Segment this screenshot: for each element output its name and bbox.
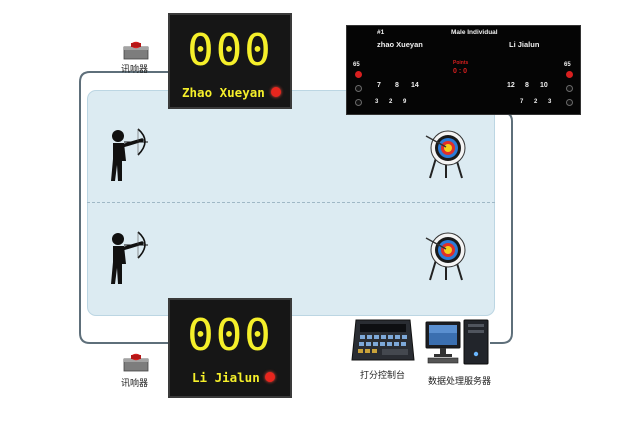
buzzer-label: 讯响器: [121, 65, 149, 75]
set-indicator-off: [355, 99, 362, 106]
scoreboard-title: Male Individual: [451, 29, 498, 36]
match-number: #1: [377, 29, 385, 36]
console-label: 打分控制台: [360, 371, 406, 381]
archer-name: Zhao Xueyan: [182, 85, 265, 100]
console-icon: [351, 319, 415, 361]
match-scoreboard: #1 Male Individual zhao Xueyan Li Jialun…: [346, 25, 581, 115]
left-archer-name: zhao Xueyan: [377, 40, 423, 49]
server-icon: [425, 319, 489, 365]
server-label: 数据处理服务器: [428, 377, 492, 387]
points-label: Points: [453, 60, 469, 66]
target-icon: [425, 130, 466, 179]
right-arrow-score: 8: [525, 82, 529, 89]
set-indicator-off: [355, 85, 362, 92]
set-indicator-off: [566, 99, 573, 106]
top-score-display: 000 Zhao Xueyan: [168, 13, 292, 109]
monitor-icon: [425, 321, 461, 357]
lane-divider: [87, 202, 495, 203]
right-arrow-score: 3: [548, 99, 552, 105]
buzzer-icon: [123, 41, 149, 60]
target-icon: [425, 232, 466, 281]
left-arrow-score: 2: [389, 99, 393, 105]
right-total: 65: [564, 62, 571, 68]
archer-name: Li Jialun: [192, 370, 260, 385]
set-indicator-on: [355, 71, 362, 78]
buzzer-label: 讯响器: [121, 379, 149, 389]
left-arrow-score: 9: [403, 99, 407, 105]
points-value: 0 : 0: [453, 68, 468, 75]
bottom-score-display: 000 Li Jialun: [168, 298, 292, 398]
set-indicator-on: [566, 71, 573, 78]
left-arrow-score: 14: [411, 82, 419, 89]
right-arrow-score: 2: [534, 99, 538, 105]
left-arrow-score: 7: [377, 82, 381, 89]
left-arrow-score: 3: [375, 99, 379, 105]
set-indicator-off: [566, 85, 573, 92]
score-value: 000: [187, 310, 273, 361]
right-arrow-score: 7: [520, 99, 524, 105]
right-arrow-score: 10: [540, 82, 548, 89]
left-arrow-score: 8: [395, 82, 399, 89]
right-archer-name: Li Jialun: [509, 40, 540, 49]
score-value: 000: [187, 25, 273, 76]
status-led: [271, 87, 281, 97]
archer-icon: [111, 128, 148, 181]
left-total: 65: [353, 62, 360, 68]
buzzer-icon: [123, 353, 149, 372]
archer-icon: [111, 231, 148, 284]
status-led: [265, 372, 275, 382]
right-arrow-score: 12: [507, 82, 515, 89]
